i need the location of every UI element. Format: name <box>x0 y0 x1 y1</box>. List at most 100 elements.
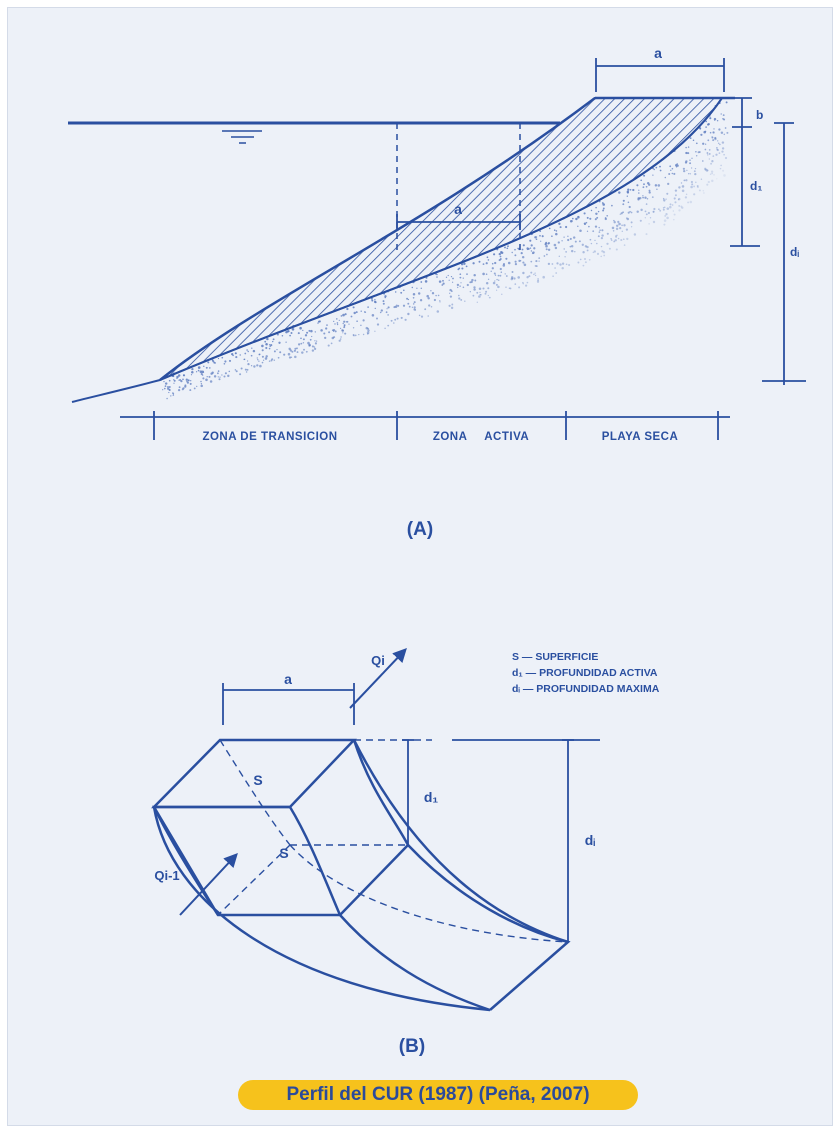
sand-grain <box>514 283 517 285</box>
sand-grain <box>419 299 423 302</box>
sand-grain <box>504 273 506 275</box>
sand-grain <box>680 182 683 184</box>
sand-grain <box>302 342 305 344</box>
sand-grain <box>606 214 609 217</box>
sand-grain <box>617 220 620 224</box>
sand-grain <box>258 353 261 356</box>
sand-grain <box>491 262 494 265</box>
sand-grain <box>695 151 697 153</box>
sand-grain <box>601 202 604 204</box>
sand-grain <box>677 197 681 201</box>
sand-grain <box>302 338 305 341</box>
sand-grain <box>726 131 729 134</box>
sand-grain <box>670 169 672 171</box>
control-volume-b <box>151 647 600 1012</box>
sand-grain <box>504 246 506 249</box>
sand-grain <box>166 397 168 400</box>
sand-grain <box>342 313 345 317</box>
sand-grain <box>632 188 635 192</box>
beach-profile-upper <box>159 97 596 381</box>
sand-grain <box>698 189 701 192</box>
sand-grain <box>673 197 676 200</box>
sand-grain <box>614 239 617 242</box>
sand-grain <box>207 361 210 364</box>
sand-grain <box>499 255 502 258</box>
sand-grain <box>594 225 598 228</box>
sand-grain <box>540 240 542 242</box>
sand-grain <box>498 252 501 256</box>
sand-grain <box>486 256 489 259</box>
sand-grain <box>627 211 630 214</box>
sand-grain <box>340 336 342 338</box>
sand-grain <box>367 327 370 330</box>
sand-grain <box>424 280 428 283</box>
sand-grain <box>482 263 485 265</box>
sand-grain <box>565 225 568 229</box>
sand-grain <box>537 277 539 280</box>
sand-grain <box>535 265 538 268</box>
sand-grain <box>217 372 219 375</box>
sand-grain <box>459 276 462 279</box>
sand-grain <box>593 250 596 253</box>
sand-grain <box>404 318 407 321</box>
sand-grain <box>507 261 511 265</box>
sand-grain <box>448 279 450 281</box>
sand-grain <box>493 253 496 256</box>
sand-grain <box>394 318 397 321</box>
legend-item-max-depth: dᵢ — PROFUNDIDAD MAXIMA <box>512 683 660 695</box>
sand-grain <box>308 329 311 332</box>
dim-d1-label: d₁ <box>424 789 439 805</box>
sand-grain <box>250 365 253 367</box>
sand-grain <box>669 203 672 206</box>
sand-grain <box>299 326 302 330</box>
sand-grain <box>173 382 175 384</box>
sand-grain <box>719 143 721 146</box>
sand-grain <box>522 271 525 275</box>
sand-grain <box>663 219 667 222</box>
sand-grain <box>462 286 465 289</box>
sand-grain <box>244 368 247 371</box>
sand-grain <box>563 236 565 238</box>
sand-grain <box>318 320 321 323</box>
sand-grain <box>407 302 410 305</box>
sand-grain <box>184 385 187 388</box>
sand-grain <box>457 286 459 289</box>
sand-grain <box>613 219 615 222</box>
sand-grain <box>268 344 271 346</box>
sand-grain <box>708 152 711 155</box>
sand-grain <box>626 195 628 197</box>
sand-grain <box>270 344 273 347</box>
sand-grain <box>683 179 686 182</box>
sand-grain <box>642 195 644 197</box>
sand-grain <box>666 192 669 195</box>
sand-grain <box>618 222 621 226</box>
sand-grain <box>654 184 658 187</box>
sand-grain <box>530 260 533 263</box>
sand-grain <box>530 271 533 274</box>
sand-grain <box>590 242 593 245</box>
sand-grain <box>723 133 726 136</box>
sand-grain <box>497 279 500 282</box>
sand-grain <box>433 298 437 302</box>
sand-grain <box>498 259 501 262</box>
sand-grain <box>630 211 633 214</box>
sand-grain <box>621 224 623 227</box>
sand-grain <box>311 345 314 348</box>
sand-grain <box>720 131 724 134</box>
sand-grain <box>572 236 576 239</box>
sand-grain <box>583 257 587 261</box>
sand-grain <box>514 254 517 257</box>
sand-grain <box>706 169 709 172</box>
sand-grain <box>311 349 315 352</box>
sand-grain <box>413 306 416 309</box>
zone-dry-beach-label: PLAYA SECA <box>602 431 679 443</box>
sand-grain <box>668 173 671 175</box>
sand-grain <box>211 371 214 374</box>
sand-grain <box>662 208 665 211</box>
dim-d1-label: d₁ <box>750 179 762 193</box>
sand-grain <box>344 313 347 316</box>
sand-grain <box>296 351 299 354</box>
sand-grain <box>202 371 205 373</box>
flow-in-label: Qi-1 <box>154 868 179 883</box>
sand-grain <box>168 391 170 394</box>
